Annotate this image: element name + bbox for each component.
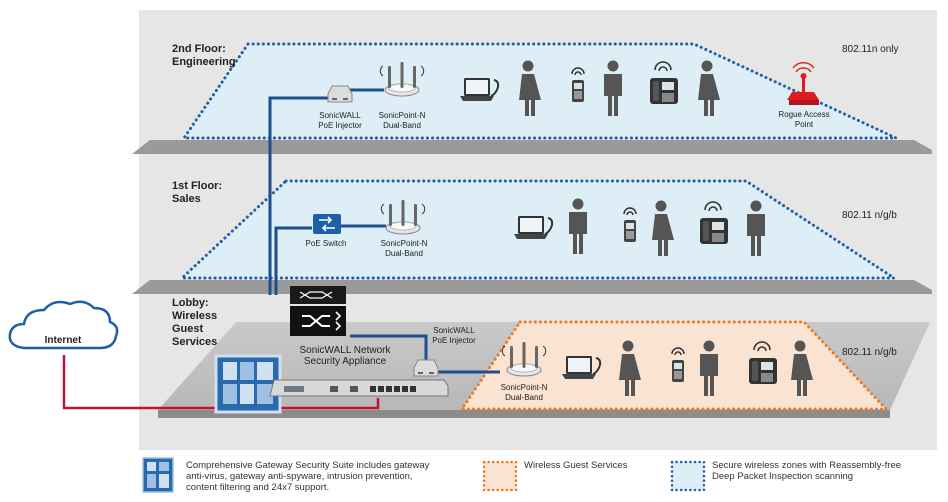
floor-title-2nd: 2nd Floor: Engineering (172, 43, 236, 69)
network-switch-icon (290, 286, 346, 336)
appliance-label-line2: Security Appliance (303, 356, 387, 367)
floor-title-lobby-line1: Lobby: (172, 297, 209, 309)
legend-suite-text: Comprehensive Gateway Security Suite inc… (186, 460, 476, 493)
internet-cloud-icon (8, 300, 119, 350)
legend-guest-swatch (482, 460, 518, 492)
rogue-access-point-icon (787, 62, 819, 105)
sonicpoint-1f-label-line2: Dual-Band (385, 249, 423, 258)
legend-secure-text: Secure wireless zones with Reassembly-fr… (712, 460, 942, 482)
floor-title-1st-line2: Sales (172, 193, 201, 205)
sonicpoint-2f-label-line2: Dual-Band (383, 121, 421, 130)
poe-injector-2f-label-line2: PoE Injector (318, 121, 362, 130)
legend-secure-line1: Secure wireless zones with Reassembly-fr… (712, 460, 902, 471)
poe-injector-2f-label-line1: SonicWALL (319, 111, 361, 120)
floor-title-lobby-line3: Guest (172, 323, 204, 335)
legend-secure-swatch (670, 460, 706, 492)
poe-injector-lobby-label-line1: SonicWALL (433, 326, 475, 335)
legend-suite-line3: content filtering and 24x7 support. (186, 482, 330, 493)
floor-title-lobby-line4: Services (172, 336, 218, 348)
poe-switch-icon (313, 214, 341, 234)
rogue-ap-label-line2: Point (794, 120, 814, 129)
internet-label: Internet (44, 335, 82, 346)
sonicpoint-lobby-label-line1: SonicPoint-N (500, 383, 548, 392)
floor-title-1st: 1st Floor: Sales (172, 180, 222, 206)
appliance-label: SonicWALL Network Security Appliance (286, 345, 404, 367)
band-label-2nd: 802.11n only (842, 44, 899, 55)
sonicpoint-2f-label: SonicPoint-N Dual-Band (366, 111, 438, 131)
floor-title-2nd-line1: 2nd Floor: (172, 43, 226, 55)
legend-secure-line2: Deep Packet Inspection scanning (712, 471, 854, 482)
band-label-lobby: 802.11 n/g/b (842, 347, 897, 358)
sonicpoint-2f-label-line1: SonicPoint-N (378, 111, 426, 120)
floor-title-lobby: Lobby: Wireless Guest Services (172, 297, 217, 349)
rogue-ap-label: Rogue Access Point (768, 110, 840, 130)
sonicpoint-1f-label-line1: SonicPoint-N (380, 239, 428, 248)
sonicpoint-1f-label: SonicPoint-N Dual-Band (368, 239, 440, 259)
legend-suite-icon (142, 457, 174, 493)
legend-suite-line2: anti-virus, gateway anti-spyware, intrus… (186, 471, 413, 482)
legend-guest-text: Wireless Guest Services (524, 460, 628, 471)
poe-injector-2f-icon (327, 85, 353, 103)
poe-switch-label: PoE Switch (305, 239, 347, 248)
floor-slab-lobby-edge (158, 410, 890, 418)
appliance-label-line1: SonicWALL Network (299, 345, 391, 356)
floor-title-lobby-line2: Wireless (172, 310, 218, 322)
security-appliance-icon (214, 354, 449, 414)
sonicpoint-lobby-label-line2: Dual-Band (505, 393, 543, 402)
rogue-ap-label-line1: Rogue Access (778, 110, 830, 119)
secure-zone-2nd (181, 42, 897, 140)
poe-injector-lobby-icon (413, 359, 439, 377)
cables (268, 88, 500, 394)
poe-injector-2f-label: SonicWALL PoE Injector (304, 111, 376, 131)
poe-injector-lobby-label-line2: PoE Injector (432, 336, 476, 345)
poe-injector-lobby-label: SonicWALL PoE Injector (418, 326, 490, 346)
band-label-1st: 802.11 n/g/b (842, 210, 897, 221)
sonicpoint-lobby-label: SonicPoint-N Dual-Band (488, 383, 560, 403)
floor-title-1st-line1: 1st Floor: (172, 180, 223, 192)
floor-title-2nd-line2: Engineering (172, 56, 236, 68)
floor-slab-2nd (132, 140, 932, 154)
floor-slab-1st (132, 280, 932, 294)
legend-suite-line1: Comprehensive Gateway Security Suite inc… (186, 460, 430, 471)
